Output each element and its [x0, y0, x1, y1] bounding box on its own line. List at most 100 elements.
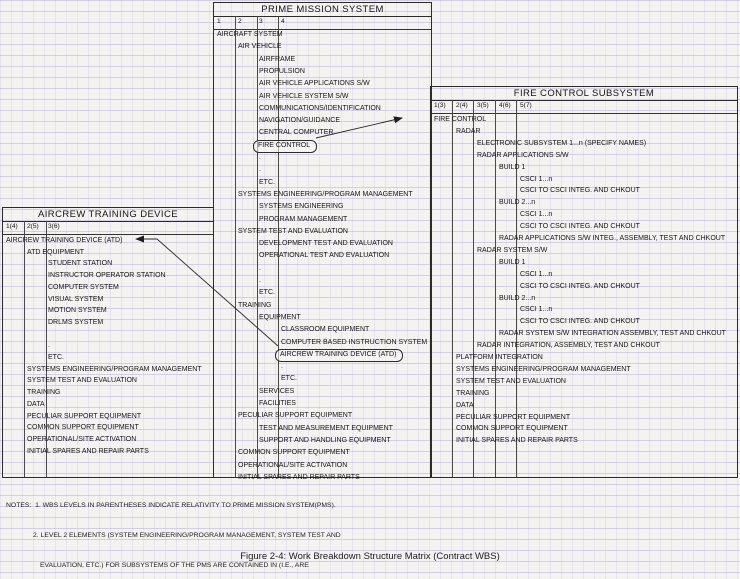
wbs-row: SYSTEMS ENGINEERING [259, 203, 344, 211]
wbs-row: CLASSROOM EQUIPMENT [281, 326, 370, 334]
wbs-row: SYSTEMS ENGINEERING/PROGRAM MANAGEMENT [238, 190, 413, 198]
level-header: 1 [217, 18, 221, 25]
wbs-row: SERVICES [259, 387, 295, 395]
fire-control-callout: FIRE CONTROL [253, 139, 318, 153]
wbs-row: INSTRUCTOR OPERATOR STATION [48, 272, 166, 280]
wbs-row: RADAR SYSTEM S/W [477, 246, 548, 254]
wbs-row: CSCI 1...n [520, 211, 553, 219]
level-header: 3(5) [477, 102, 489, 109]
wbs-row: PECULIAR SUPPORT EQUIPMENT [27, 412, 142, 420]
wbs-row: BUILD 1 [499, 258, 526, 266]
level-header: 4 [281, 18, 285, 25]
wbs-row: CENTRAL COMPUTER [259, 129, 334, 137]
level-divider-line [516, 100, 517, 477]
wbs-row: DEVELOPMENT TEST AND EVALUATION [259, 240, 393, 248]
wbs-row: . [259, 264, 261, 272]
wbs-row: TRAINING [456, 389, 490, 397]
note-line: NOTES: 1. WBS LEVELS IN PARENTHESES INDI… [6, 502, 336, 509]
wbs-row: AIR VEHICLE APPLICATIONS S/W [259, 80, 370, 88]
wbs-row: TRAINING [238, 301, 272, 309]
level-header: 4(6) [499, 102, 511, 109]
level-header: 2(4) [456, 102, 468, 109]
wbs-row: CSCI TO CSCI INTEG. AND CHKOUT [520, 187, 640, 195]
wbs-row: PLATFORM INTEGRATION [456, 354, 543, 361]
note-line: 2. LEVEL 2 ELEMENTS (SYSTEM ENGINEERING/… [33, 532, 341, 539]
wbs-row: ETC. [259, 289, 275, 297]
wbs-row: AIRCREW TRAINING DEVICE (ATD) [6, 237, 123, 244]
wbs-row: RADAR APPLICATIONS S/W INTEG., ASSEMBLY,… [499, 235, 726, 242]
wbs-row: FIRE CONTROL [253, 139, 318, 153]
pms-box-title: PRIME MISSION SYSTEM [214, 3, 431, 17]
wbs-row: COMPUTER SYSTEM [48, 283, 119, 291]
wbs-row: COMMON SUPPORT EQUIPMENT [27, 424, 139, 432]
wbs-row: ETC. [281, 375, 297, 383]
wbs-row: SUPPORT AND HANDLING EQUIPMENT [259, 436, 391, 444]
level-divider-line [256, 16, 258, 477]
atd-header-band: 1(4)2(5)3(6) [3, 221, 213, 235]
level-header: 2(5) [27, 223, 39, 230]
atd-box: AIRCREW TRAINING DEVICE 1(4)2(5)3(6) AIR… [2, 207, 214, 478]
wbs-row: RADAR SYSTEM S/W INTEGRATION ASSEMBLY, T… [499, 330, 726, 338]
wbs-row: PECULIAR SUPPORT EQUIPMENT [238, 412, 353, 420]
level-divider-line [24, 221, 25, 477]
note-line: EVALUATION, ETC.) FOR SUBSYSTEMS OF THE … [40, 562, 309, 569]
wbs-row: SYSTEMS ENGINEERING/PROGRAM MANAGEMENT [456, 365, 631, 373]
wbs-row: AIR VEHICLE [238, 43, 282, 51]
wbs-row: AIRCREW TRAINING DEVICE (ATD) [275, 348, 404, 362]
wbs-row: COMPUTER BASED INSTRUCTION SYSTEM [281, 338, 428, 346]
fcs-header-band: 1(3)2(4)3(5)4(6)5(7) [431, 100, 737, 114]
wbs-row: ETC. [259, 178, 275, 186]
wbs-row: FACILITIES [259, 400, 296, 407]
wbs-row: ELECTRONIC SUBSYSTEM 1...n (SPECIFY NAME… [477, 139, 647, 147]
wbs-row: BUILD 1 [499, 163, 526, 171]
level-divider-line [45, 221, 47, 477]
level-header: 3 [259, 18, 263, 25]
level-divider-line [494, 100, 496, 477]
notes-block: NOTES: 1. WBS LEVELS IN PARENTHESES INDI… [6, 481, 341, 579]
fcs-box: FIRE CONTROL SUBSYSTEM 1(3)2(4)3(5)4(6)5… [430, 86, 738, 478]
figure-caption: Figure 2-4: Work Breakdown Structure Mat… [240, 551, 500, 562]
level-divider-line [451, 100, 453, 477]
wbs-row: CSCI 1...n [520, 270, 553, 278]
wbs-row: AIRFRAME [259, 55, 296, 63]
wbs-row: CSCI TO CSCI INTEG. AND CHKOUT [520, 223, 640, 231]
wbs-row: STUDENT STATION [48, 260, 113, 268]
level-header: 1(3) [434, 102, 446, 109]
wbs-row: PROPULSION [259, 67, 305, 75]
wbs-row: PROGRAM MANAGEMENT [259, 215, 348, 223]
wbs-row: COMMUNICATIONS/IDENTIFICATION [259, 104, 381, 112]
wbs-row: DATA [456, 401, 474, 409]
atd-callout: AIRCREW TRAINING DEVICE (ATD) [275, 348, 404, 362]
wbs-row: SYSTEM TEST AND EVALUATION [456, 377, 566, 385]
wbs-row: CSCI TO CSCI INTEG. AND CHKOUT [520, 282, 640, 290]
level-divider-line [235, 16, 236, 477]
wbs-row: ETC. [48, 354, 64, 361]
wbs-row: SYSTEMS ENGINEERING/PROGRAM MANAGEMENT [27, 365, 202, 373]
wbs-row: . [48, 342, 50, 350]
wbs-row: EQUIPMENT [259, 313, 301, 321]
wbs-row: INITIAL SPARES AND REPAIR PARTS [238, 473, 360, 481]
wbs-row: TRAINING [27, 389, 61, 397]
wbs-row: FIRE CONTROL [434, 116, 487, 123]
level-header: 1(4) [6, 223, 18, 230]
wbs-row: RADAR APPLICATIONS S/W [477, 151, 569, 159]
wbs-row: COMMON SUPPORT EQUIPMENT [238, 449, 350, 457]
wbs-row: INITIAL SPARES AND REPAIR PARTS [456, 437, 578, 445]
wbs-row: CSCI TO CSCI INTEG. AND CHKOUT [520, 318, 640, 326]
wbs-row: DRLMS SYSTEM [48, 318, 104, 326]
wbs-row: BUILD 2...n [499, 199, 536, 207]
wbs-row: OPERATIONAL/SITE ACTIVATION [27, 435, 137, 443]
wbs-row: . [259, 277, 261, 284]
wbs-row: . [281, 363, 283, 371]
wbs-row: OPERATIONAL/SITE ACTIVATION [238, 461, 348, 469]
wbs-row: BUILD 2...n [499, 294, 536, 302]
wbs-row: RADAR INTEGRATION, ASSEMBLY, TEST AND CH… [477, 342, 660, 350]
wbs-row: PECULIAR SUPPORT EQUIPMENT [456, 413, 571, 421]
wbs-row: COMMON SUPPORT EQUIPMENT [456, 425, 568, 433]
wbs-row: ATD EQUIPMENT [27, 248, 85, 256]
wbs-row: MOTION SYSTEM [48, 307, 107, 315]
level-divider-line [473, 100, 474, 477]
fcs-box-title: FIRE CONTROL SUBSYSTEM [431, 87, 737, 101]
